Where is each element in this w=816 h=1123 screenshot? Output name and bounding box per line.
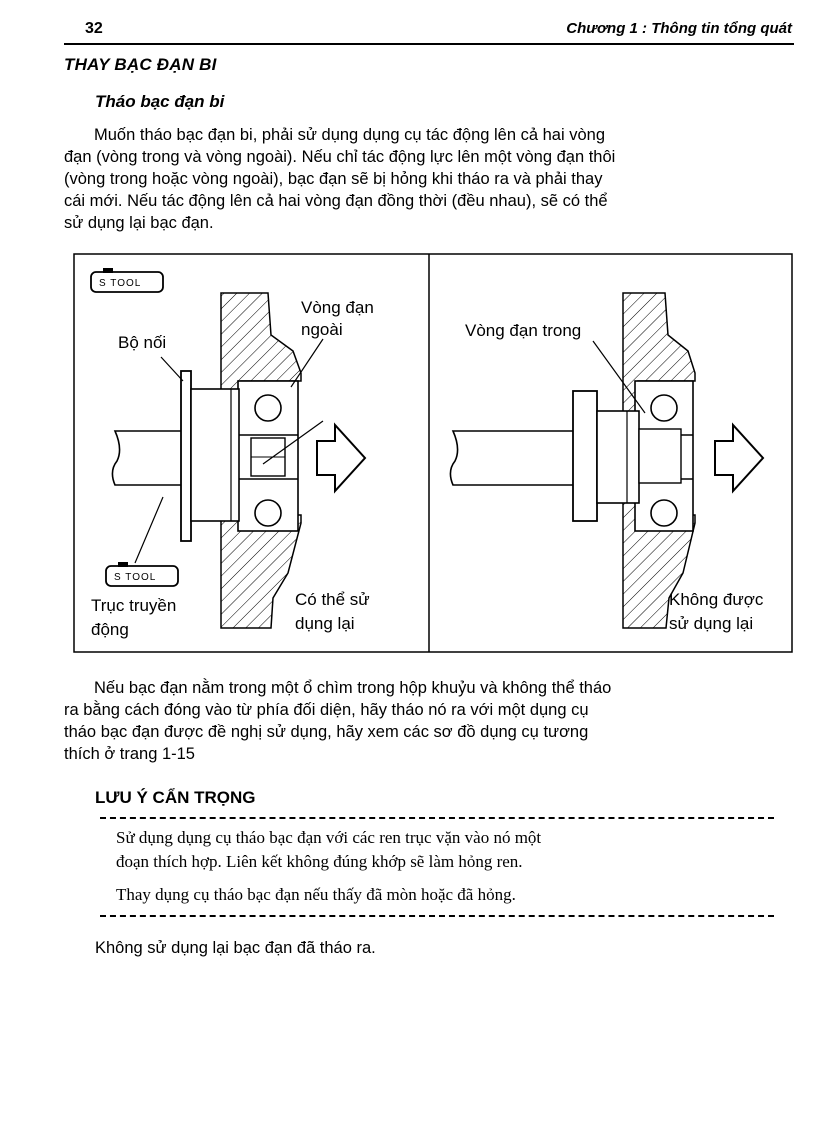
tool-tag-bottom	[105, 565, 179, 587]
tool-tag-bottom-label: S TOOL	[114, 572, 156, 583]
paragraph-line: đạn (vòng trong và vòng ngoài). Nếu chỉ …	[64, 148, 616, 166]
final-note: Không sử dụng lại bạc đạn đã tháo ra.	[95, 939, 376, 957]
left-panel: S TOOL S TOOL Bộ nối Vòng đạn ngoài Trục…	[90, 268, 374, 639]
caution-item: Thay dụng cụ tháo bạc đạn nếu thấy đã mò…	[116, 883, 516, 907]
coupler-plate	[180, 370, 192, 542]
label-coupler: Bộ nối	[118, 333, 166, 352]
push-direction-arrow	[316, 422, 367, 494]
chapter-title: Chương 1 : Thông tin tổng quát	[566, 20, 792, 37]
paragraph-line: Muốn tháo bạc đạn bi, phải sử dụng dụng …	[94, 126, 606, 144]
drive-shaft-right	[449, 430, 579, 486]
label-not-reusable-2: sử dụng lại	[669, 614, 753, 633]
tool-body-right	[596, 410, 640, 504]
right-panel: Vòng đạn trong Không được sử dụng lại	[449, 292, 765, 633]
label-reusable-2: dụng lại	[295, 614, 355, 633]
section-title: THAY BẠC ĐẠN BI	[64, 55, 217, 74]
intro-paragraph: Muốn tháo bạc đạn bi, phải sử dụng dụng …	[64, 124, 794, 234]
subsection-title: Tháo bạc đạn bi	[95, 92, 225, 111]
tool-tag-top	[90, 271, 164, 293]
label-not-reusable: Không được	[669, 590, 764, 609]
paragraph-line: Nếu bạc đạn nằm trong một ổ chìm trong h…	[94, 679, 612, 697]
bearing-ball-right	[650, 499, 678, 527]
page-number: 32	[85, 20, 103, 37]
figure-frame	[73, 253, 793, 653]
label-drive-shaft: Trục truyền	[91, 596, 176, 615]
label-outer-ring-2: ngoài	[301, 320, 343, 339]
caution-line: Thay dụng cụ tháo bạc đạn nếu thấy đã mò…	[116, 885, 516, 904]
caution-bottom-rule	[100, 915, 774, 917]
caution-title: LƯU Ý CẨN TRỌNG	[95, 788, 256, 807]
caution-line: Sử dụng dụng cụ tháo bạc đạn với các ren…	[116, 828, 542, 847]
bearing-ball	[254, 499, 282, 527]
tool-plate-right	[572, 390, 598, 522]
paragraph-line: (vòng trong hoặc vòng ngoài), bạc đạn sẽ…	[64, 170, 603, 188]
paragraph-line: cái mới. Nếu tác động lên cả hai vòng đạ…	[64, 192, 608, 210]
push-direction-arrow-right	[714, 422, 765, 494]
label-outer-ring: Vòng đạn	[301, 298, 374, 317]
tool-tag-top-label: S TOOL	[99, 278, 141, 289]
bearing-ball	[254, 394, 282, 422]
header-rule	[64, 43, 794, 45]
bearing-removal-figure: S TOOL S TOOL Bộ nối Vòng đạn ngoài Trục…	[73, 253, 793, 653]
housing-paragraph: Nếu bạc đạn nằm trong một ổ chìm trong h…	[64, 677, 796, 765]
label-reusable: Có thể sử	[295, 590, 370, 609]
paragraph-line: ra bằng cách đóng vào từ phía đối diện, …	[64, 701, 589, 719]
label-inner-ring: Vòng đạn trong	[465, 321, 581, 340]
coupler-body	[190, 388, 240, 522]
paragraph-line: thích ở trang 1-15	[64, 745, 195, 763]
caution-line: đoạn thích hợp. Liên kết không đúng khớp…	[116, 852, 523, 871]
paragraph-line: sử dụng lại bạc đạn.	[64, 214, 214, 232]
caution-top-rule	[100, 817, 774, 819]
caution-item: Sử dụng dụng cụ tháo bạc đạn với các ren…	[116, 826, 541, 874]
label-drive-shaft-2: động	[91, 620, 129, 639]
bearing-ball-right	[650, 394, 678, 422]
paragraph-line: tháo bạc đạn được đề nghị sử dụng, hãy x…	[64, 723, 589, 741]
